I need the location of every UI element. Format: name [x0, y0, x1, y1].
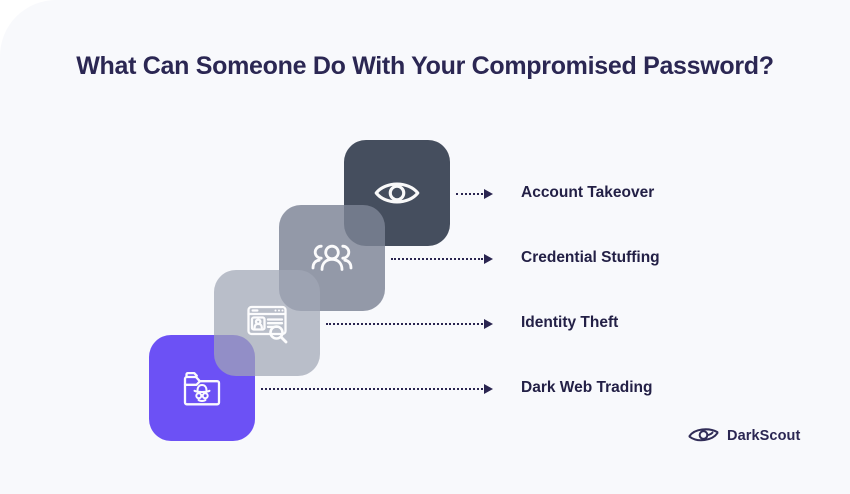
item-label-credential-stuffing: Credential Stuffing [521, 249, 660, 266]
page-title: What Can Someone Do With Your Compromise… [76, 52, 774, 80]
darkscout-eye-logo-icon [687, 423, 720, 448]
eye-icon [370, 166, 424, 220]
id-search-icon [241, 297, 293, 349]
dotted-line [261, 387, 483, 390]
dotted-connector-account-takeover [456, 187, 493, 200]
dotted-connector-identity-theft [326, 317, 493, 330]
dotted-line [391, 257, 483, 260]
step-card-identity-theft [214, 270, 320, 376]
folder-spy-icon [176, 362, 228, 414]
dotted-line [456, 192, 483, 195]
group-icon [306, 232, 358, 284]
arrow-right-icon [484, 318, 493, 329]
brand-name: DarkScout [727, 427, 801, 444]
dotted-connector-dark-web-trading [261, 382, 493, 395]
arrow-right-icon [484, 383, 493, 394]
arrow-right-icon [484, 188, 493, 199]
brand-logo: DarkScout [687, 423, 800, 448]
dotted-connector-credential-stuffing [391, 252, 493, 265]
item-label-account-takeover: Account Takeover [521, 184, 655, 201]
item-label-identity-theft: Identity Theft [521, 314, 619, 331]
item-label-dark-web-trading: Dark Web Trading [521, 379, 653, 396]
dotted-line [326, 322, 483, 325]
arrow-right-icon [484, 253, 493, 264]
